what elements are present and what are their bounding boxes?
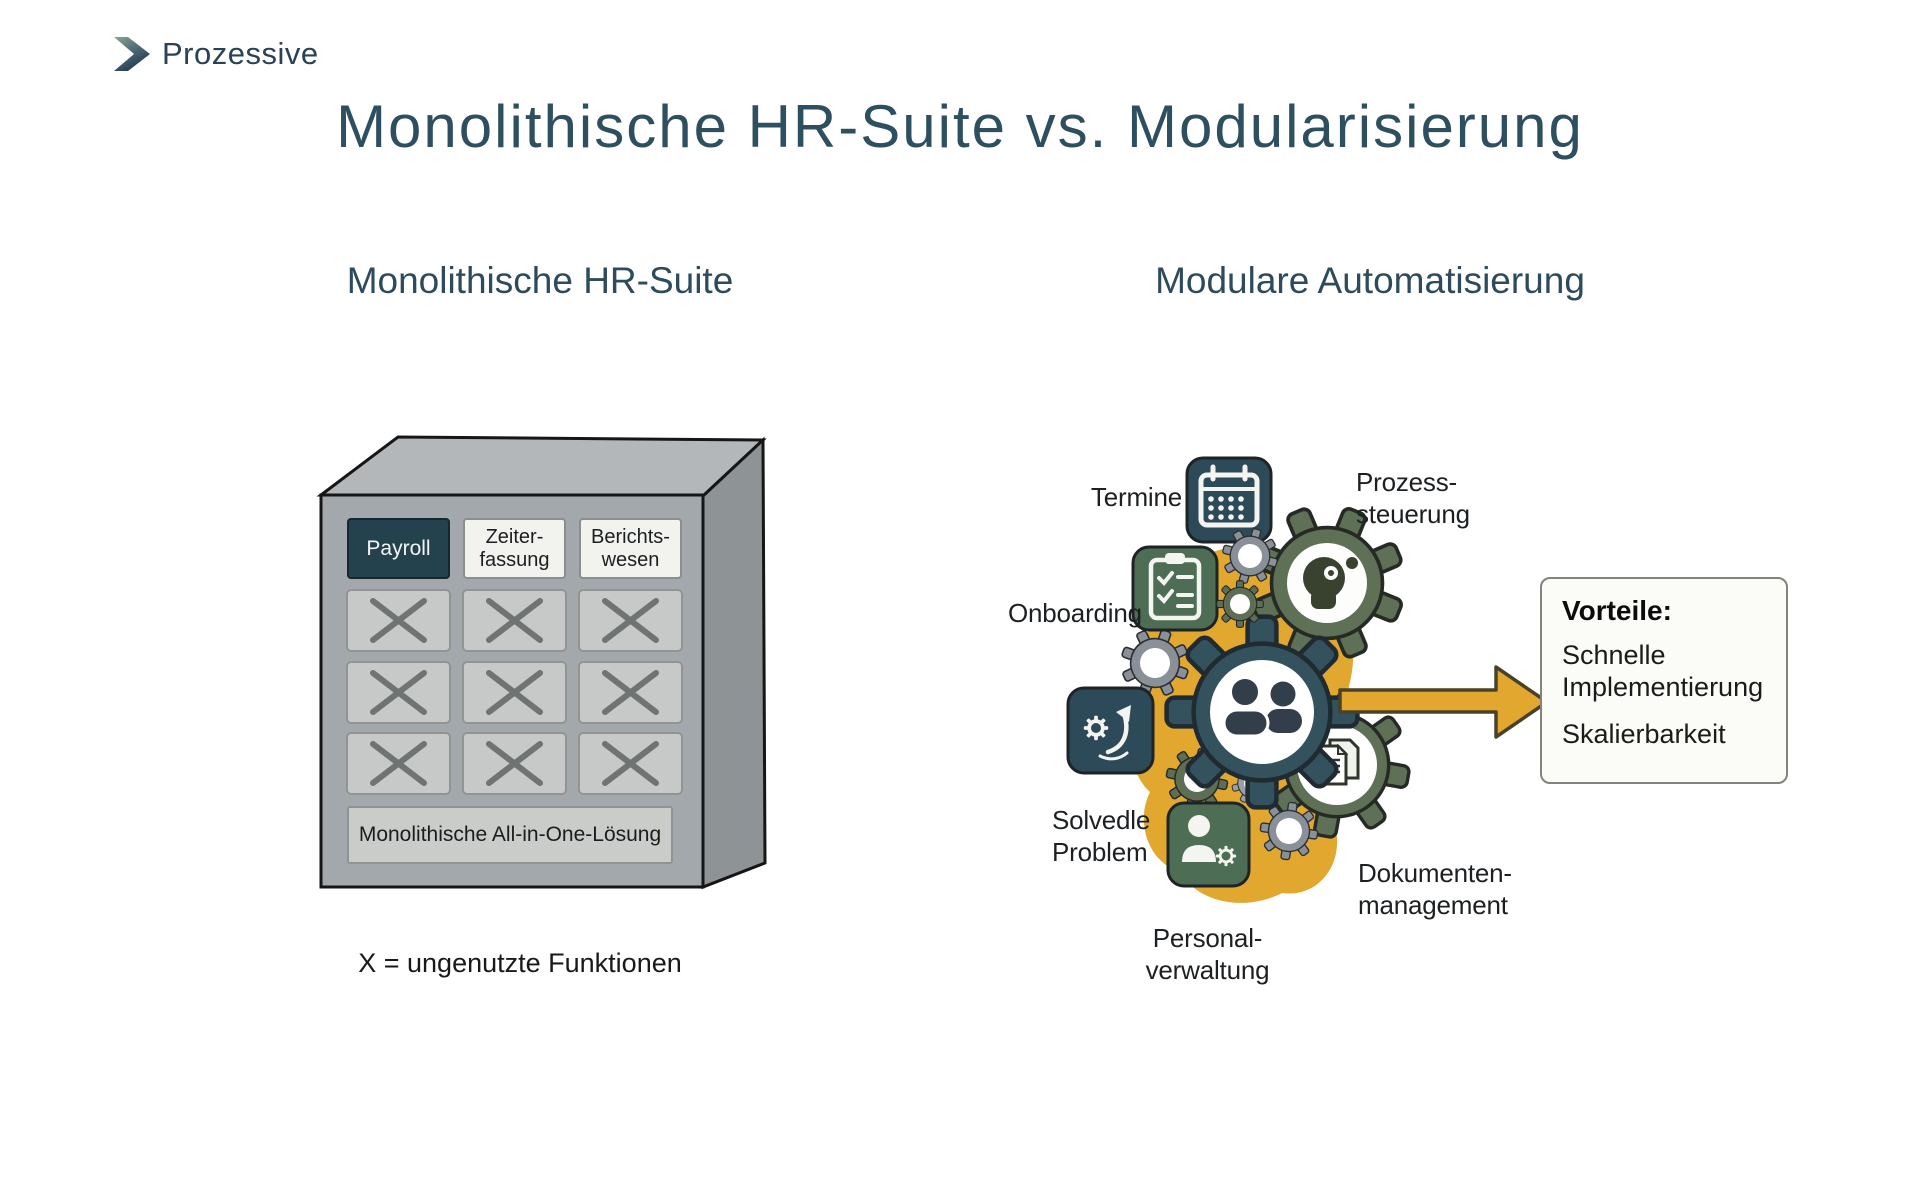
label-onboarding: Onboarding xyxy=(1008,598,1142,628)
gear-icon xyxy=(1215,521,1285,628)
gear-arrow-icon xyxy=(1083,705,1131,761)
benefits-box: Vorteile: Schnelle Implementierung Skali… xyxy=(1540,577,1788,784)
calendar-icon xyxy=(1198,464,1260,528)
label-termine: Termine xyxy=(1090,482,1182,512)
clipboard-checklist-icon xyxy=(1148,553,1202,621)
chevron-arrow-icon xyxy=(114,37,150,71)
brand-logo: Prozessive xyxy=(112,36,319,72)
solvedle-square xyxy=(1066,686,1155,775)
box-footer-label: Monolithische All-in-One-Lösung xyxy=(347,806,673,864)
modular-gears-illustration xyxy=(1066,456,1549,903)
module-squares xyxy=(1066,456,1273,888)
central-team-gear xyxy=(1167,617,1358,808)
left-column-heading: Monolithische HR-Suite xyxy=(346,260,734,301)
monolith-box-illustration xyxy=(316,435,767,890)
team-icon xyxy=(1222,676,1302,738)
x-marks xyxy=(370,598,659,786)
label-solvedle-problem: Solvedle Problem xyxy=(1052,805,1151,867)
label-personalverwaltung: Personal- verwaltung xyxy=(1145,923,1270,985)
unused-functions-caption: X = ungenutzte Funktionen xyxy=(358,948,682,978)
person-gear-icon xyxy=(1182,815,1237,867)
onboarding-square xyxy=(1131,545,1219,632)
benefit-item: Schnelle Implementierung xyxy=(1562,640,1764,702)
module-cell-berichtswesen: Berichts- wesen xyxy=(579,518,682,579)
right-column-heading: Modulare Automatisierung xyxy=(1155,260,1585,301)
process-control-gear xyxy=(1224,480,1430,686)
arrow-right xyxy=(1338,665,1549,739)
benefit-item: Skalierbarkeit xyxy=(1562,718,1726,749)
head-gears-icon xyxy=(1303,557,1358,609)
module-cell-zeiterfassung: Zeiter- fassung xyxy=(463,518,566,579)
slide-title: Monolithische HR-Suite vs. Modularisieru… xyxy=(336,93,1584,160)
module-cell-payroll: Payroll xyxy=(347,518,450,579)
brand-name: Prozessive xyxy=(162,36,319,71)
label-prozesssteuerung: Prozess- steuerung xyxy=(1356,467,1470,529)
benefits-title: Vorteile: xyxy=(1562,595,1672,626)
label-dokumentenmanagement: Dokumenten- management xyxy=(1358,858,1512,920)
